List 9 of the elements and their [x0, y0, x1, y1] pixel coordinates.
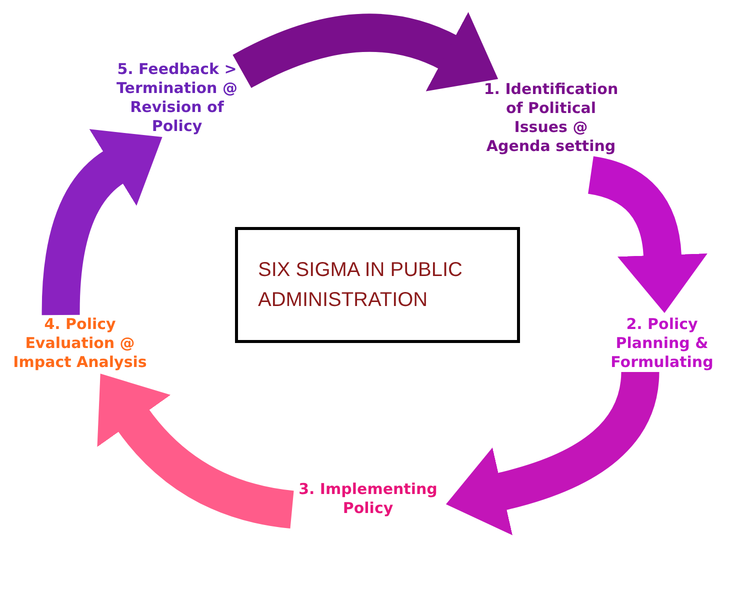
curved-arrow [446, 370, 660, 535]
step-label: 1. Identification of Political Issues @ Agenda setting [480, 80, 622, 156]
step-label: 5. Feedback > Termination @ Revision of Policy [112, 60, 242, 136]
step-label: 2. Policy Planning & Formulating [598, 315, 726, 372]
curved-arrow [587, 156, 708, 313]
title-box: SIX SIGMA IN PUBLIC ADMINISTRATION [235, 227, 520, 343]
step-label: 4. Policy Evaluation @ Impact Analysis [0, 315, 160, 372]
curved-arrow [42, 130, 160, 316]
step-label: 3. Implementing Policy [292, 480, 444, 518]
